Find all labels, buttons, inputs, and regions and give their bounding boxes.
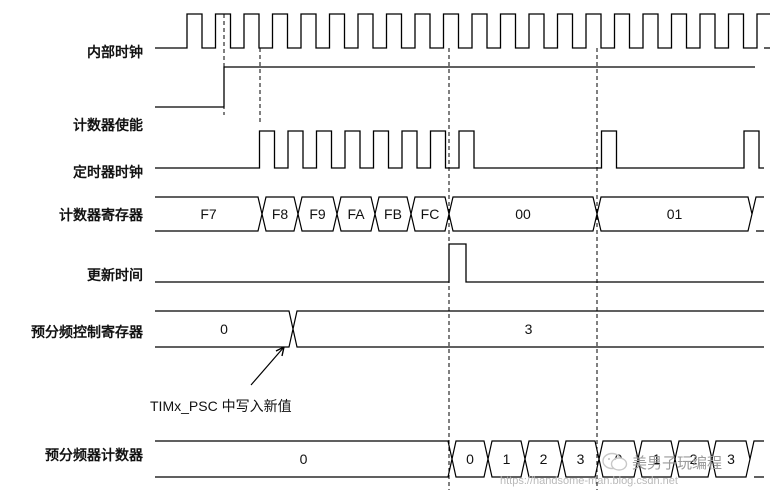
counter-register-tail	[751, 196, 764, 232]
counter-register-value: 00	[515, 206, 531, 222]
counter-register-value: F8	[272, 206, 289, 222]
counter-register-value: F7	[200, 206, 217, 222]
timer-clock-waveform	[155, 130, 764, 169]
prescaler-counter-value: 2	[540, 451, 548, 467]
label-counter-register: 计数器寄存器	[59, 208, 143, 224]
prescaler-counter-value: 0	[466, 451, 474, 467]
prescaler-counter-value: 1	[653, 451, 661, 467]
prescaler-counter-tail	[749, 440, 764, 478]
counter-register-value: 01	[667, 206, 683, 222]
counter-register-value: FC	[421, 206, 440, 222]
prescaler-counter-value: 0	[300, 451, 308, 467]
prescaler-counter-value: 1	[503, 451, 511, 467]
arrow-head	[275, 346, 285, 357]
prescaler-control-value: 3	[525, 321, 533, 337]
arrow-shaft	[250, 346, 285, 386]
prescaler-counter-value: 3	[727, 451, 735, 467]
prescaler-counter-value: 3	[577, 451, 585, 467]
label-prescaler-control-register: 预分频控制寄存器	[31, 325, 143, 341]
label-counter-enable: 计数器使能	[73, 118, 143, 134]
dashed-reference-lines	[223, 14, 598, 490]
counter-register-value: FA	[347, 206, 365, 222]
label-timer-clock: 定时器时钟	[73, 165, 143, 181]
counter-enable-waveform	[155, 66, 755, 108]
wechat-logo-icon	[602, 452, 628, 471]
internal-clock-waveform	[155, 13, 770, 49]
update-event-waveform	[155, 243, 764, 283]
counter-register-value: FB	[384, 206, 402, 222]
label-internal-clock: 内部时钟	[87, 45, 143, 61]
watermark-url: https://handsome-man.blog.csdn.net	[500, 475, 678, 487]
counter-register-value: F9	[309, 206, 326, 222]
annotation-arrow	[250, 346, 285, 386]
prescaler-control-value: 0	[220, 321, 228, 337]
counter-register-bus: F7 F8 F9 FA FB FC 00 01	[155, 196, 764, 232]
label-update-event: 更新时间	[87, 268, 143, 284]
annotation-text: TIMx_PSC 中写入新值	[150, 398, 292, 414]
watermark-account: 美男子玩编程	[632, 455, 723, 472]
prescaler-control-segment	[292, 310, 764, 348]
label-prescaler-counter: 预分频器计数器	[45, 448, 143, 464]
prescaler-counter-value: 2	[690, 451, 698, 467]
